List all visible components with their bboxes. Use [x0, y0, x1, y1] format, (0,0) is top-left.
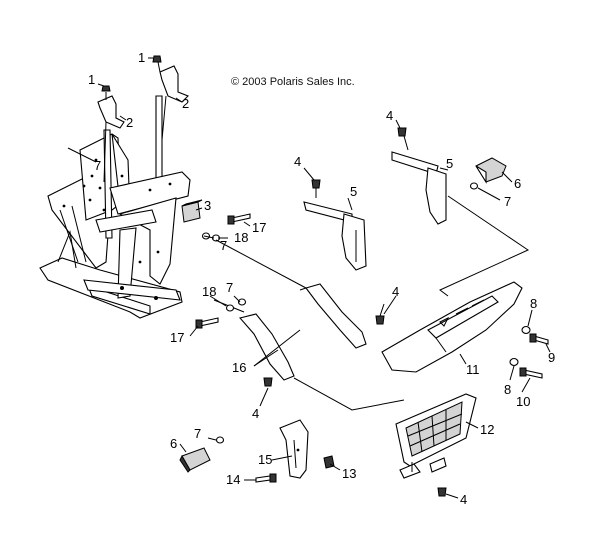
callout-17: 17: [252, 220, 266, 235]
callout-13: 13: [342, 466, 356, 481]
callout-18: 18: [234, 230, 248, 245]
callout-17: 17: [170, 330, 184, 345]
callout-5: 5: [350, 184, 357, 199]
mount-bracket-right: [391, 151, 447, 225]
callout-4: 4: [294, 154, 301, 169]
callout-7: 7: [94, 158, 101, 173]
callout-8: 8: [530, 296, 537, 311]
callout-7: 7: [226, 280, 233, 295]
callout-1: 1: [138, 50, 145, 65]
mount-bracket-left: [303, 201, 367, 271]
callout-6: 6: [170, 436, 177, 451]
bumper-hardware: [509, 325, 549, 379]
callout-4: 4: [460, 492, 467, 507]
fasteners-4: [263, 127, 447, 497]
callout-14: 14: [226, 472, 240, 487]
lower-bolt: [195, 317, 219, 329]
front-frame: [39, 95, 191, 319]
callout-8: 8: [504, 382, 511, 397]
brace-arm-lower: [238, 313, 295, 381]
callout-4: 4: [252, 406, 259, 421]
guide-line-grille: [293, 377, 405, 411]
callout-2: 2: [182, 96, 189, 111]
bracket-screw: [255, 473, 277, 483]
bracket-clip: [323, 455, 335, 469]
callout-6: 6: [514, 176, 521, 191]
bracket-left: [97, 85, 125, 183]
upper-lamp: [469, 157, 507, 190]
callout-2: 2: [126, 115, 133, 130]
copyright-text: © 2003 Polaris Sales Inc.: [231, 76, 355, 88]
callout-7: 7: [194, 426, 201, 441]
callout-1: 1: [88, 72, 95, 87]
callout-12: 12: [480, 422, 494, 437]
callout-5: 5: [446, 156, 453, 171]
front-bumper: [381, 281, 523, 373]
upper-bolt: [227, 213, 251, 225]
callout-7: 7: [220, 238, 227, 253]
callout-15: 15: [258, 452, 272, 467]
callout-4: 4: [392, 284, 399, 299]
brace-arm-upper: [299, 283, 367, 349]
callout-3: 3: [204, 198, 211, 213]
callout-11: 11: [466, 362, 480, 377]
bracket-right: [152, 55, 189, 141]
callout-4: 4: [386, 108, 393, 123]
lamp-bracket: [279, 419, 309, 479]
callout-7: 7: [504, 194, 511, 209]
rubber-block: [181, 199, 203, 223]
lower-lamp: [179, 436, 225, 473]
lower-washers: [225, 298, 247, 312]
callout-10: 10: [516, 394, 530, 409]
callout-numbers: 1 1 2 2 7 3 17 18 7 18 7 17 16 4 5 4 5 6…: [88, 50, 555, 507]
guide-line-arm: [215, 239, 307, 289]
callout-9: 9: [548, 350, 555, 365]
callout-18: 18: [202, 284, 216, 299]
guide-line-bumper: [439, 195, 530, 297]
radiator-grille: [395, 393, 477, 479]
callout-16: 16: [232, 360, 246, 375]
callout-leaders: [97, 57, 551, 499]
